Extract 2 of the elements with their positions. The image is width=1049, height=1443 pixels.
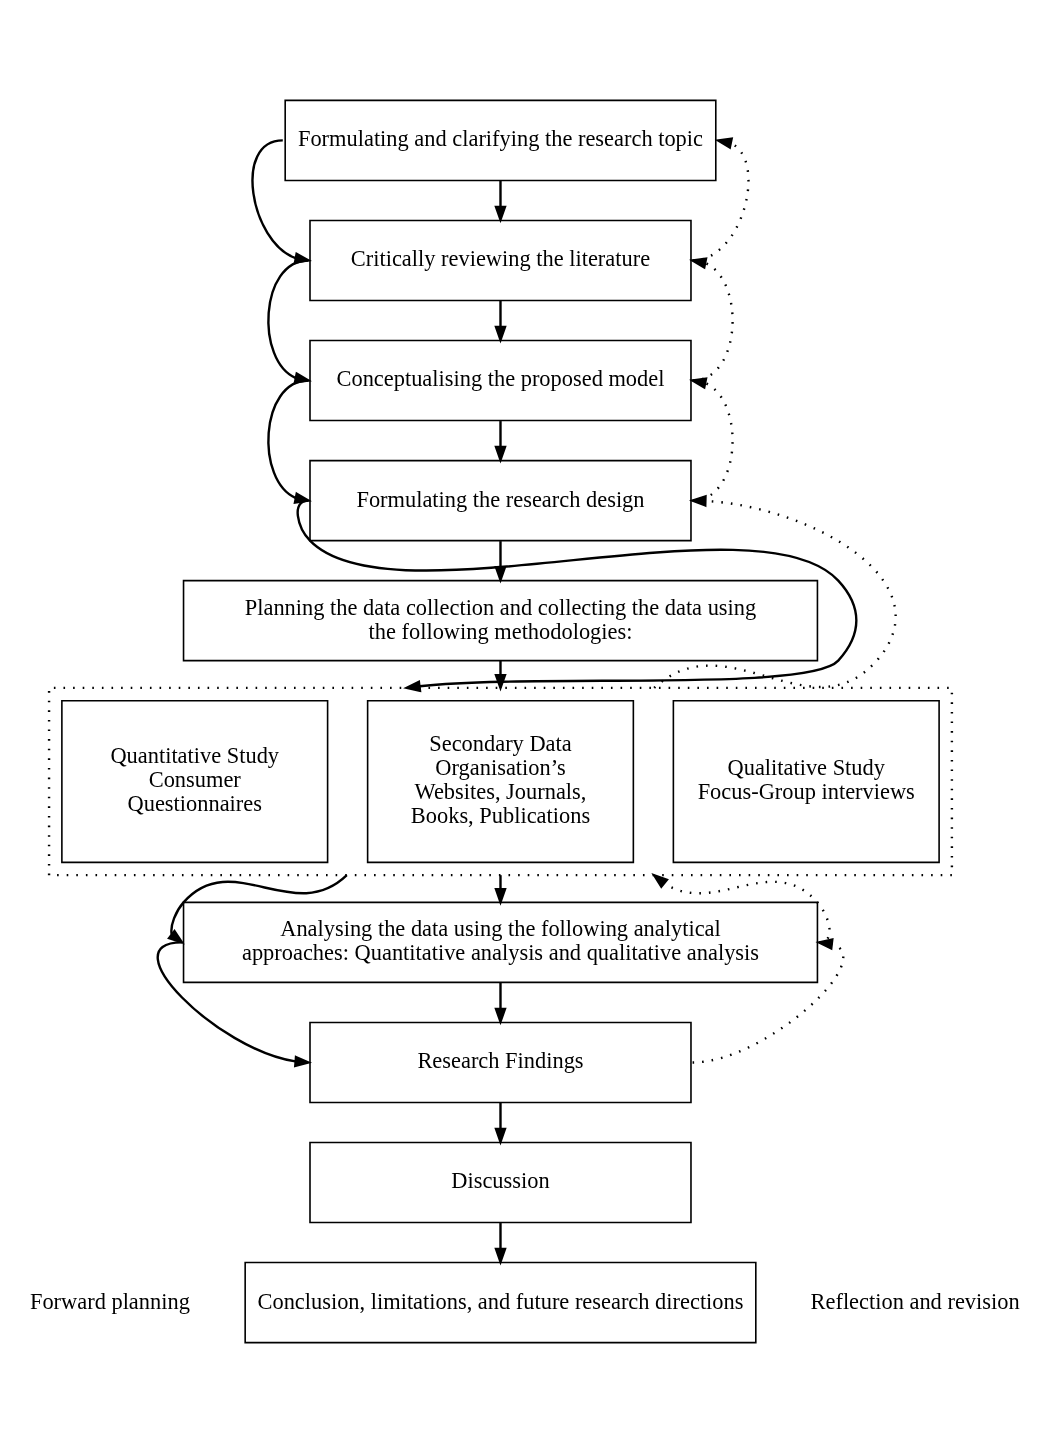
legend-label: Reflection and revision: [810, 1288, 1020, 1314]
legend-label: Forward planning: [29, 1288, 190, 1314]
